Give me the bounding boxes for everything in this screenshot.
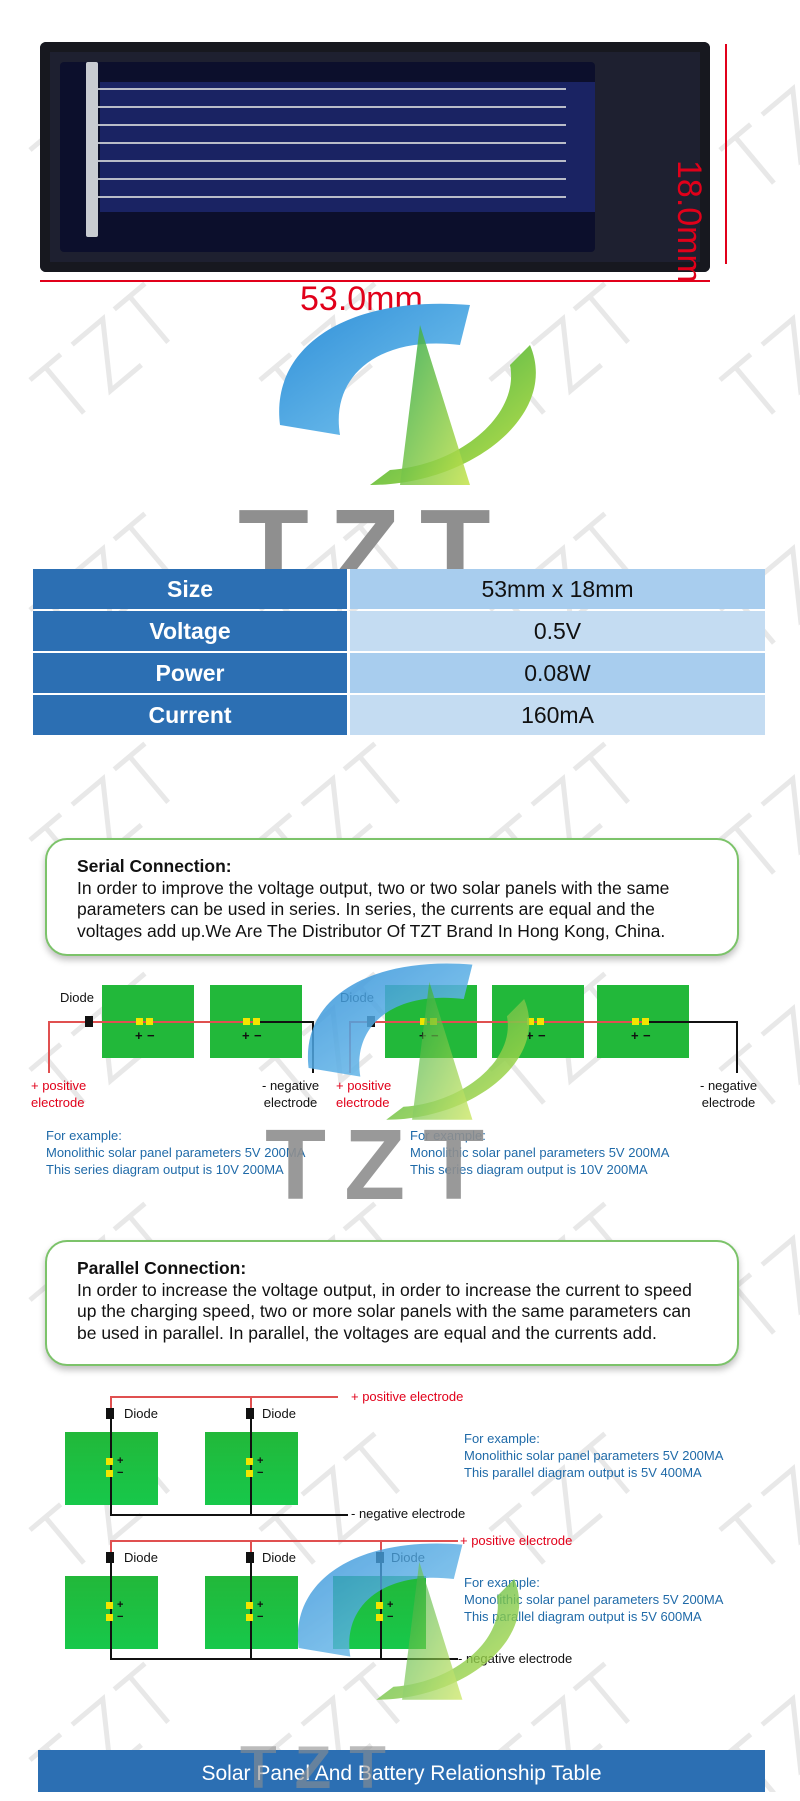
parallel-description: In order to increase the voltage output,…: [77, 1279, 692, 1343]
height-arrow: [725, 44, 727, 264]
finger-line: [98, 142, 566, 144]
positive-electrode-label: + positive electrode: [460, 1533, 573, 1548]
table-row: Power 0.08W: [33, 653, 765, 693]
tzt-logo-overlay: [307, 963, 530, 1120]
positive-electrode-label: + positive electrode: [351, 1389, 464, 1404]
diode-label: Diode: [124, 1406, 158, 1421]
red-wire: [349, 1021, 647, 1023]
table-row: Size 53mm x 18mm: [33, 569, 765, 609]
diode-label: Diode: [60, 990, 94, 1005]
red-wire: [110, 1540, 458, 1542]
diode-label: Diode: [124, 1550, 158, 1565]
red-wire: [110, 1396, 338, 1398]
minus-sign: −: [257, 1611, 264, 1623]
minus-sign: −: [387, 1611, 394, 1623]
diode-icon: [106, 1552, 114, 1563]
spec-value: 53mm x 18mm: [350, 569, 765, 609]
minus-sign: −: [257, 1467, 264, 1479]
plus-sign: +: [117, 1455, 124, 1467]
plus-sign: +: [135, 1028, 143, 1043]
tzt-logo: [279, 303, 536, 485]
minus-sign: −: [254, 1028, 262, 1043]
finger-line: [98, 160, 566, 162]
spec-label: Size: [33, 569, 350, 609]
serial-example-right: For example:Monolithic solar panel param…: [410, 1128, 670, 1177]
black-wire: [110, 1514, 348, 1516]
diode-label: Diode: [262, 1550, 296, 1565]
plus-sign: +: [117, 1599, 124, 1611]
height-label: 18.0mm: [670, 160, 708, 283]
spec-value: 160mA: [350, 695, 765, 735]
spec-value: 0.08W: [350, 653, 765, 693]
solar-cell-surface: [100, 82, 595, 212]
diode-icon: [246, 1552, 254, 1563]
spec-value: 0.5V: [350, 611, 765, 651]
finger-line: [98, 88, 566, 90]
black-wire: [258, 1021, 312, 1023]
spec-label: Voltage: [33, 611, 350, 651]
plus-sign: +: [257, 1599, 264, 1611]
minus-sign: −: [643, 1028, 651, 1043]
serial-description: In order to improve the voltage output, …: [77, 877, 670, 941]
finger-line: [98, 124, 566, 126]
diode-icon: [85, 1016, 93, 1027]
black-wire: [647, 1021, 736, 1023]
negative-electrode-label: - negative electrode: [351, 1506, 466, 1521]
black-wire: [736, 1021, 738, 1073]
parallel-example-top: For example:Monolithic solar panel param…: [464, 1431, 724, 1480]
minus-sign: −: [117, 1467, 124, 1479]
minus-sign: −: [538, 1028, 546, 1043]
logo-text-overlay: TZT: [265, 1109, 503, 1221]
finger-line: [98, 196, 566, 198]
serial-title: Serial Connection:: [77, 856, 232, 876]
plus-sign: +: [631, 1028, 639, 1043]
spec-label: Power: [33, 653, 350, 693]
width-arrow: [40, 280, 710, 282]
parallel-title: Parallel Connection:: [77, 1258, 247, 1278]
logo-text-overlay: TZT: [240, 1734, 404, 1801]
parallel-connection-box: Parallel Connection: In order to increas…: [45, 1240, 739, 1366]
spec-label: Current: [33, 695, 350, 735]
parallel-example-bottom: For example:Monolithic solar panel param…: [464, 1575, 724, 1624]
serial-example-left: For example:Monolithic solar panel param…: [46, 1128, 306, 1177]
busbar: [86, 62, 98, 237]
black-wire: [110, 1658, 458, 1660]
table-row: Voltage 0.5V: [33, 611, 765, 651]
minus-sign: −: [117, 1611, 124, 1623]
plus-sign: +: [387, 1599, 394, 1611]
relationship-table-banner: Solar Panel And Battery Relationship Tab…: [38, 1750, 765, 1792]
table-row: Current 160mA: [33, 695, 765, 735]
finger-line: [98, 106, 566, 108]
diode-icon: [106, 1408, 114, 1419]
red-wire: [48, 1021, 50, 1073]
serial-connection-box: Serial Connection: In order to improve t…: [45, 838, 739, 956]
minus-sign: −: [147, 1028, 155, 1043]
plus-sign: +: [242, 1028, 250, 1043]
diode-label: Diode: [262, 1406, 296, 1421]
finger-line: [98, 178, 566, 180]
diode-icon: [246, 1408, 254, 1419]
tzt-logo-overlay: [297, 1543, 520, 1700]
red-wire: [48, 1021, 258, 1023]
plus-sign: +: [526, 1028, 534, 1043]
plus-sign: +: [257, 1455, 264, 1467]
spec-table: Size 53mm x 18mm Voltage 0.5V Power 0.08…: [33, 567, 765, 737]
